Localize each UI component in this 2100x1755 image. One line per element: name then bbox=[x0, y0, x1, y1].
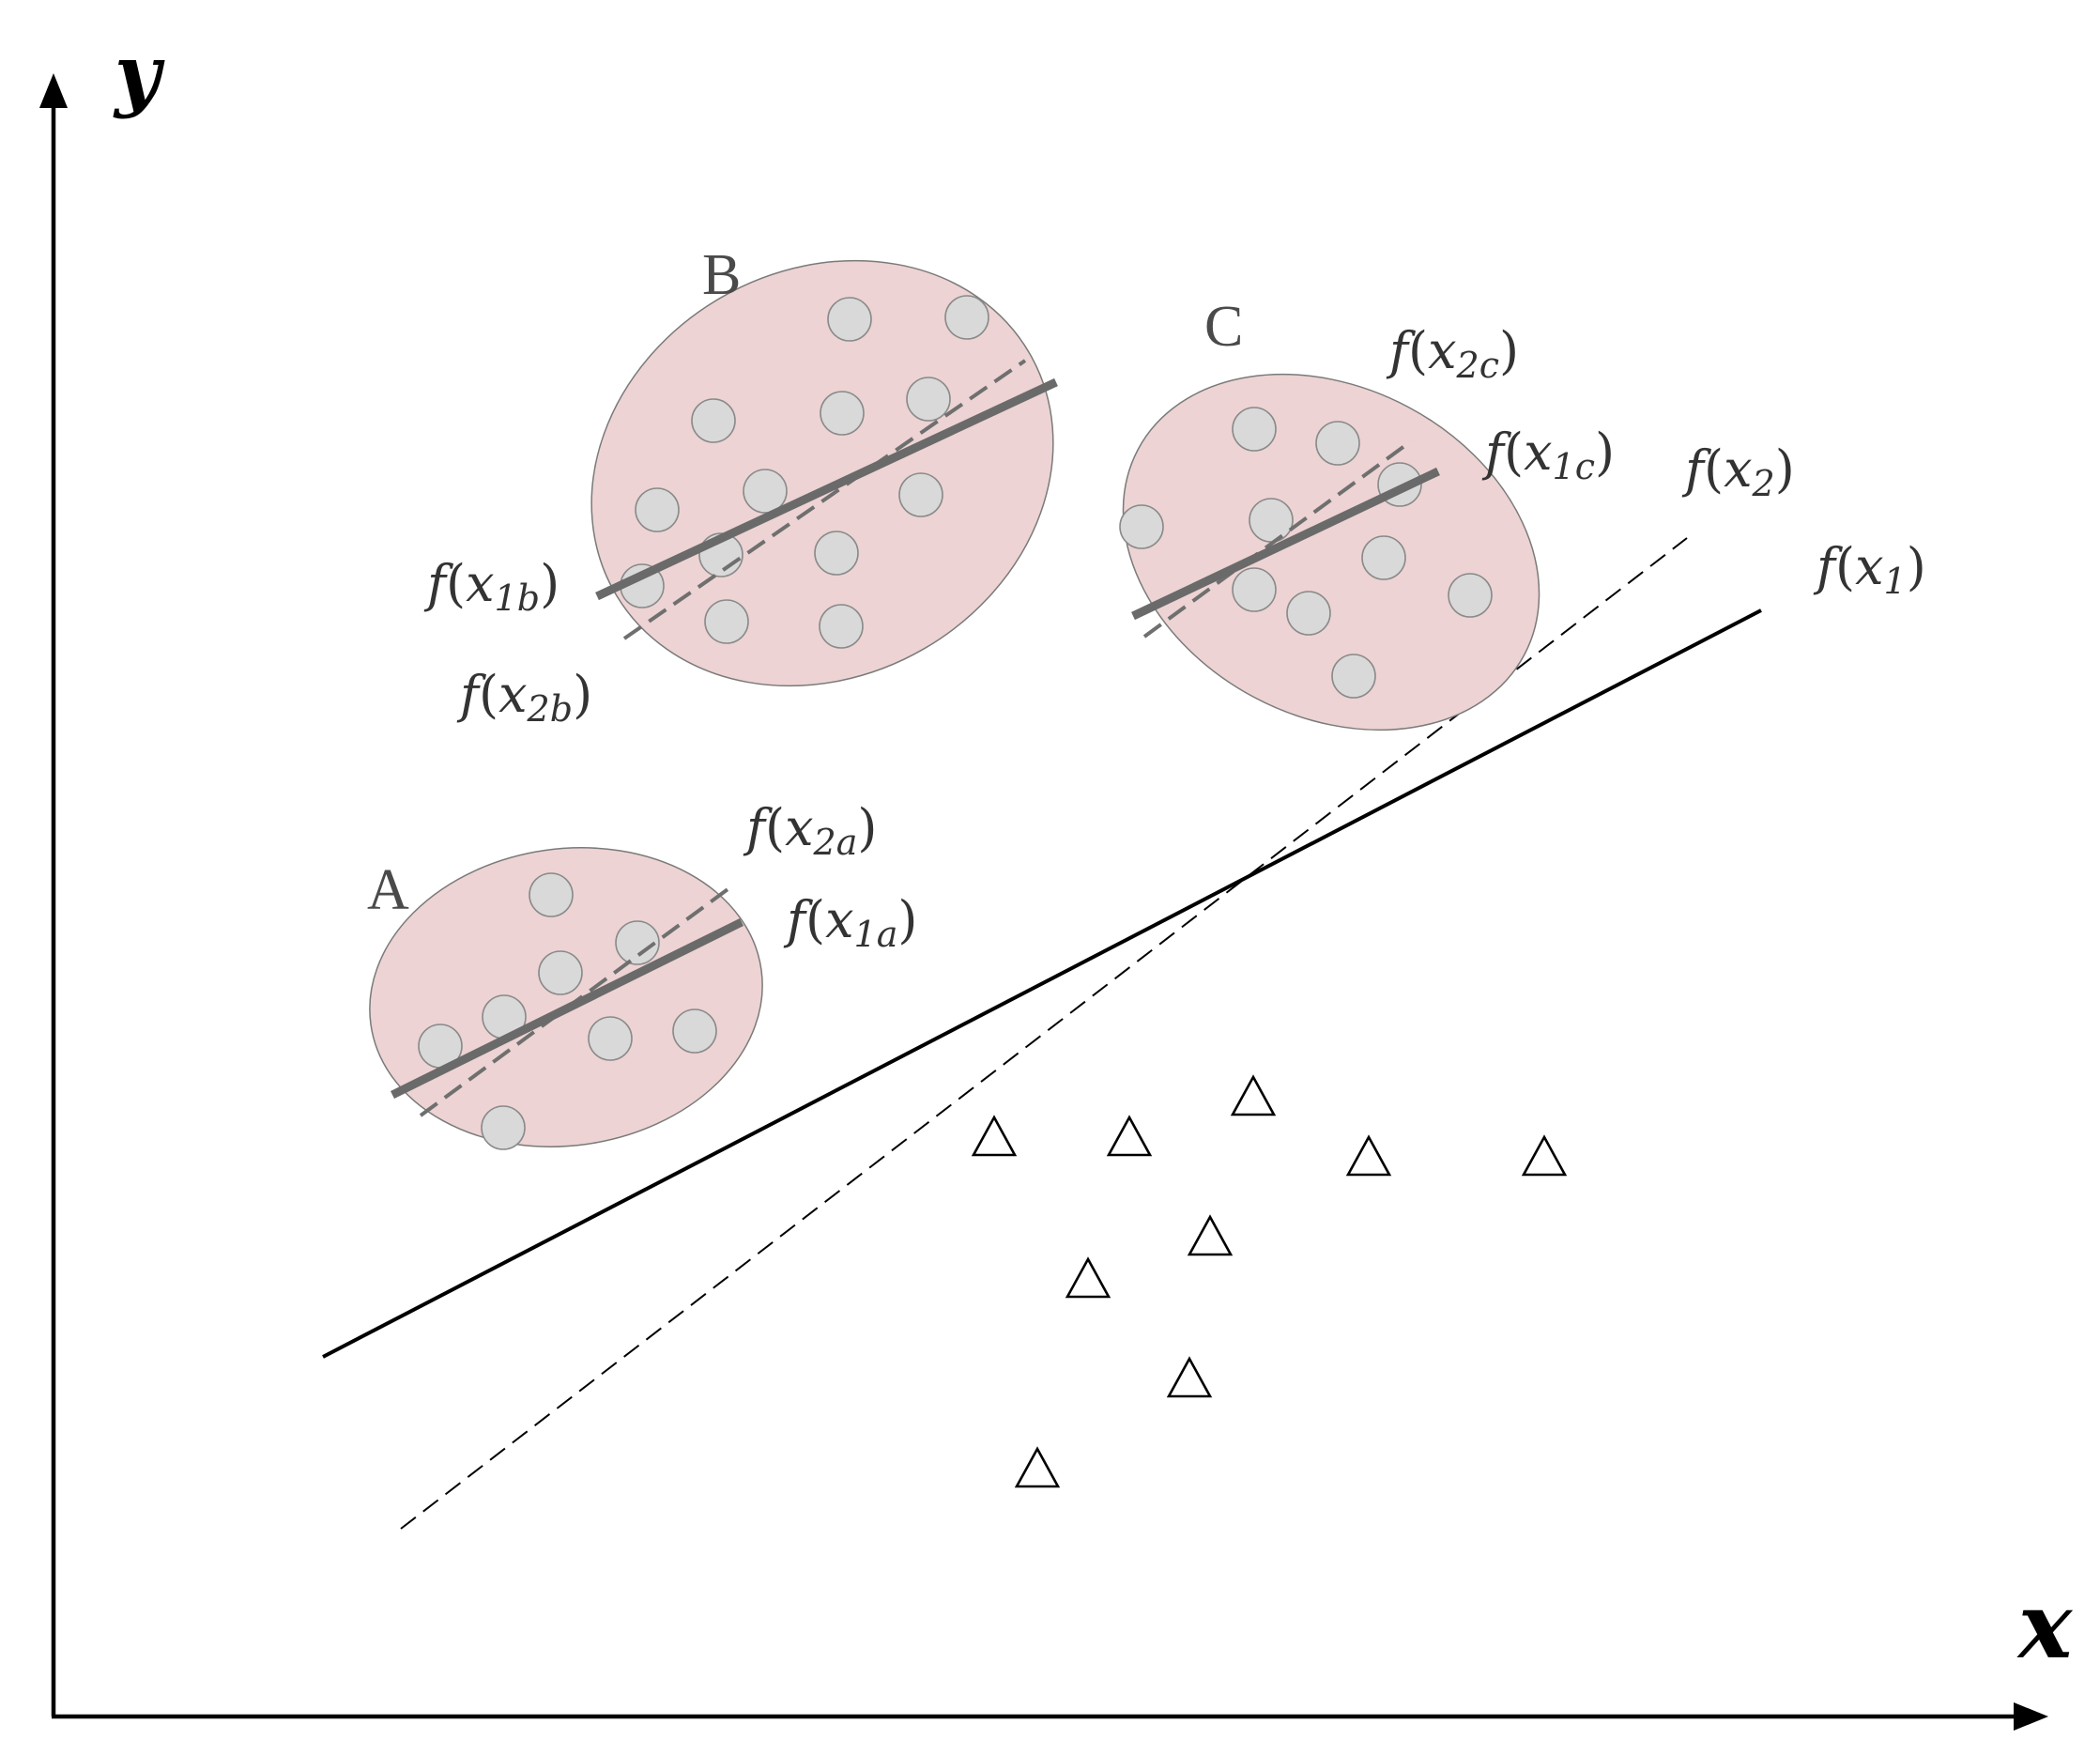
data-point bbox=[1361, 535, 1406, 580]
data-point bbox=[1119, 504, 1164, 549]
label-f-x1: f(x1) bbox=[1813, 537, 1926, 602]
data-point bbox=[814, 531, 859, 576]
data-point bbox=[827, 297, 872, 342]
data-point bbox=[1315, 421, 1360, 466]
cluster-a-region bbox=[369, 847, 763, 1147]
function-labels: f(x2c) f(x1c) f(x2) f(x1) f(x1b) f(x2b) … bbox=[423, 321, 1926, 955]
data-point bbox=[672, 1008, 717, 1054]
data-point bbox=[1331, 654, 1376, 699]
data-point bbox=[1286, 591, 1331, 636]
y-axis-label: y bbox=[113, 27, 165, 120]
data-point bbox=[819, 604, 864, 649]
cluster-b-region bbox=[590, 259, 1054, 687]
data-point bbox=[820, 391, 865, 436]
cluster-a-solid-line bbox=[391, 917, 743, 1100]
label-f-x1c: f(x1c) bbox=[1481, 423, 1615, 487]
data-point bbox=[538, 950, 583, 995]
cluster-b-solid-line bbox=[595, 377, 1058, 601]
cluster-c-solid-line bbox=[1131, 467, 1440, 621]
cluster-a-label: A bbox=[367, 858, 409, 922]
cluster-c-region bbox=[1122, 373, 1541, 731]
y-axis-arrow-icon bbox=[39, 73, 68, 108]
cluster-c: C bbox=[1119, 295, 1541, 731]
data-point bbox=[1232, 407, 1277, 452]
label-f-x2a: f(x2a) bbox=[743, 798, 877, 863]
cluster-b-dashed-line bbox=[622, 359, 1027, 640]
data-point bbox=[1448, 573, 1493, 618]
triangle-point bbox=[1187, 1214, 1234, 1256]
cluster-b-label: B bbox=[702, 243, 741, 307]
data-point bbox=[1232, 567, 1277, 612]
global-solid-line bbox=[322, 608, 1762, 1359]
triangle-point bbox=[1014, 1446, 1061, 1488]
data-point bbox=[635, 487, 680, 532]
data-point bbox=[743, 469, 788, 514]
label-f-x2b: f(x2b) bbox=[456, 665, 592, 730]
x-axis-label: x bbox=[2016, 1573, 2074, 1679]
label-f-x2: f(x2) bbox=[1681, 439, 1795, 504]
x-axis-arrow-icon bbox=[2014, 1702, 2048, 1731]
triangle-point bbox=[1345, 1134, 1392, 1177]
cluster-b: B bbox=[590, 243, 1058, 687]
cluster-c-dashed-line bbox=[1142, 439, 1413, 639]
data-point bbox=[704, 599, 749, 644]
label-f-x2c: f(x2c) bbox=[1386, 321, 1519, 386]
cluster-a: A bbox=[367, 847, 763, 1150]
data-point bbox=[691, 398, 736, 443]
label-f-x1b: f(x1b) bbox=[423, 554, 559, 619]
data-point bbox=[906, 377, 951, 422]
triangle-points bbox=[971, 1074, 1568, 1488]
data-point bbox=[944, 295, 989, 340]
axes: y x bbox=[39, 27, 2074, 1731]
data-point bbox=[1249, 498, 1294, 543]
triangle-point bbox=[1166, 1356, 1213, 1398]
triangle-point bbox=[1065, 1256, 1111, 1299]
triangle-point bbox=[1521, 1134, 1568, 1177]
data-point bbox=[481, 1105, 526, 1150]
cluster-c-label: C bbox=[1204, 295, 1243, 359]
data-point bbox=[588, 1016, 633, 1061]
label-f-x1a: f(x1a) bbox=[783, 890, 917, 955]
data-point bbox=[615, 920, 660, 965]
triangle-point bbox=[1106, 1115, 1153, 1157]
data-point bbox=[898, 472, 943, 517]
triangle-point bbox=[1230, 1074, 1277, 1116]
data-point bbox=[529, 872, 574, 917]
triangle-point bbox=[971, 1115, 1018, 1157]
